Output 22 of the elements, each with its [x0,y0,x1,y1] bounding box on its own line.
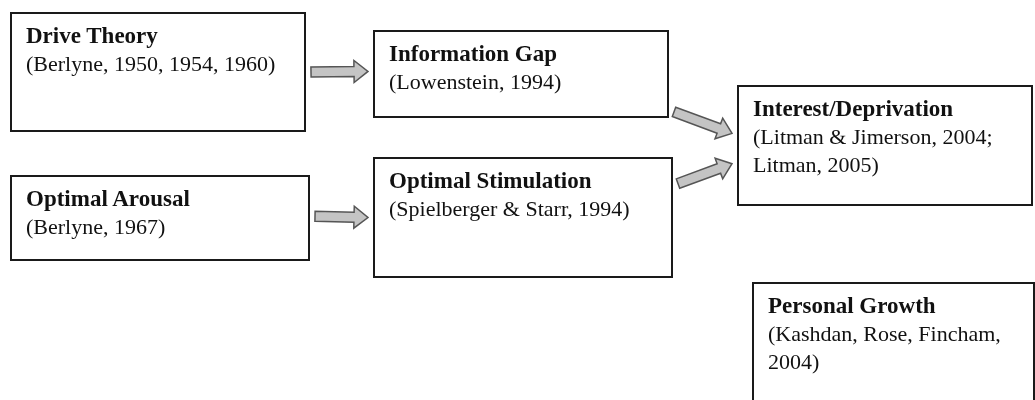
citation-box [737,85,1033,206]
block-arrow [675,157,734,190]
block-arrow [310,58,370,85]
citation-text: (Berlyne, 1967) [26,213,167,241]
citation-text: (Litman & Jimerson, 2004; Litman, 2005) [753,123,994,179]
citation-box [10,175,310,261]
citation-box [10,12,306,132]
citation-text: (Lowenstein, 1994) [389,68,563,96]
theory-title: Information Gap [389,40,559,68]
citation-box [373,30,669,118]
theory-title: Optimal Arousal [26,185,191,213]
citation-text: (Spielberger & Starr, 1994) [389,195,631,223]
theory-title: Personal Growth [768,292,937,320]
theory-title: Drive Theory [26,22,159,50]
citation-box [752,282,1035,400]
citation-box [373,157,673,278]
citation-text: (Kashdan, Rose, Fincham, 2004) [768,320,1002,376]
theory-title: Interest/Deprivation [753,95,955,123]
theory-title: Optimal Stimulation [389,167,593,195]
citation-text: (Berlyne, 1950, 1954, 1960) [26,50,277,78]
block-arrow [314,204,370,230]
block-arrow [671,106,734,140]
